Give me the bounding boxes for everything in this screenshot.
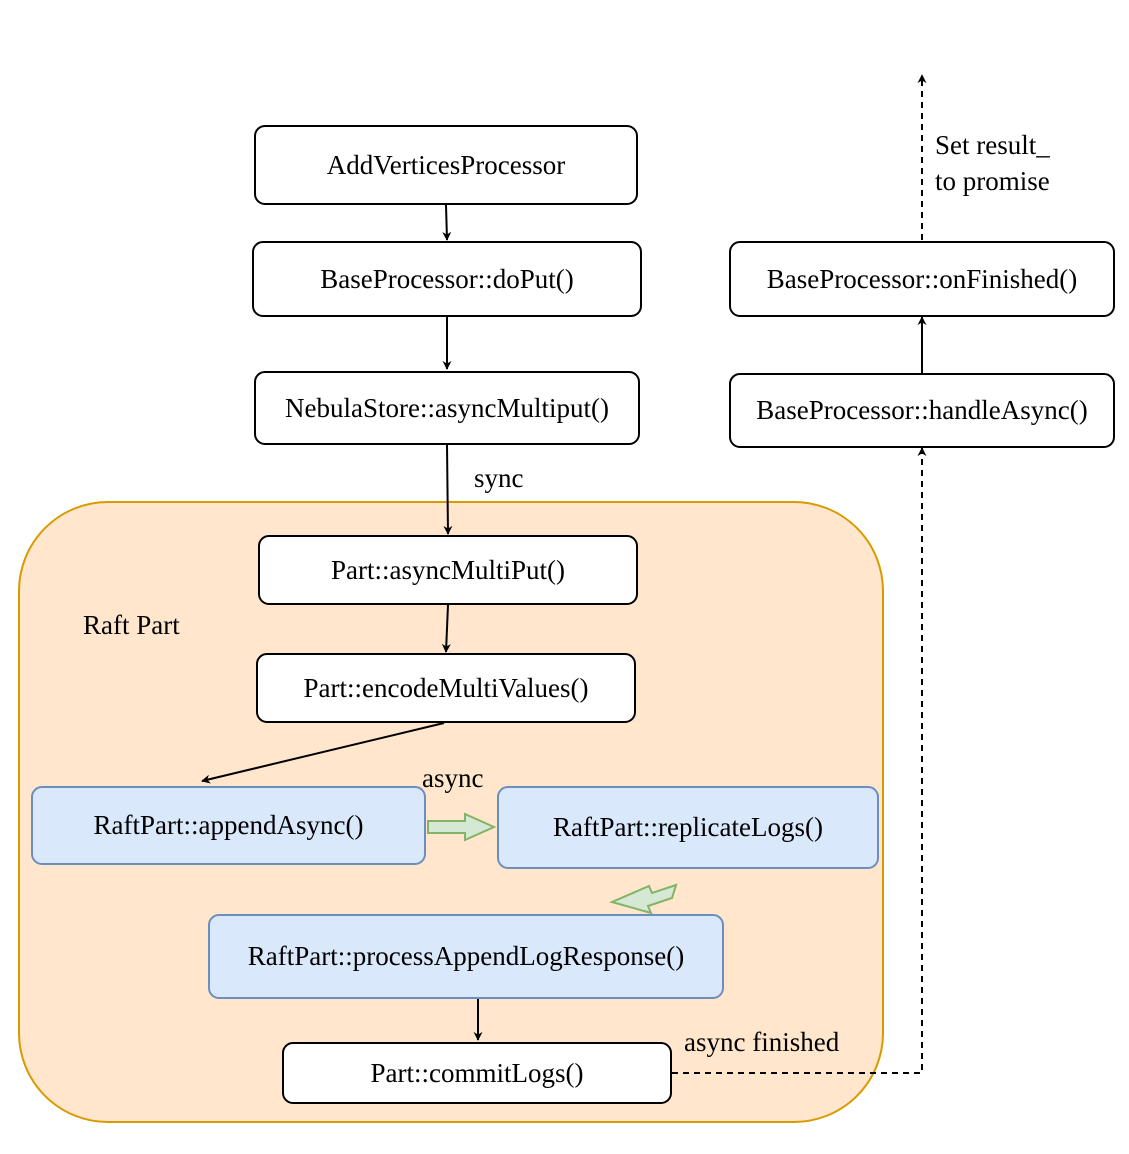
part-async-multiput-node: Part::asyncMultiPut() [258,535,638,605]
nebula-store-async-multiput-node: NebulaStore::asyncMultiput() [254,371,640,445]
edge-part-to-encode [441,604,451,653]
async-finished-edge-label: async finished [684,1027,840,1057]
raftpart-append-async-node: RaftPart::appendAsync() [31,786,426,865]
raft-part-group-label: Raft Part [83,610,180,640]
edge-store-to-part-sync [443,444,453,535]
raftpart-process-append-log-response-node: RaftPart::processAppendLogResponse() [208,914,724,999]
base-processor-handle-async-node: BaseProcessor::handleAsync() [729,373,1115,448]
base-processor-doput-node: BaseProcessor::doPut() [252,241,642,317]
sync-edge-label: sync [474,463,524,493]
set-result-label-line2: to promise [935,166,1050,196]
edge-encode-to-append [201,722,445,784]
base-processor-on-finished-node: BaseProcessor::onFinished() [729,241,1115,317]
add-vertices-processor-node: AddVerticesProcessor [254,125,638,205]
part-encode-multi-values-node: Part::encodeMultiValues() [256,653,636,723]
async-edge-label: async [422,763,484,793]
set-result-label-line1: Set result_ [935,130,1050,160]
edge-add-to-doput [442,204,452,241]
async-block-arrow-append-to-replicate [427,812,497,842]
part-commit-logs-node: Part::commitLogs() [282,1042,672,1104]
raftpart-replicate-logs-node: RaftPart::replicateLogs() [497,786,879,869]
block-arrow-replicate-to-process [609,883,678,915]
